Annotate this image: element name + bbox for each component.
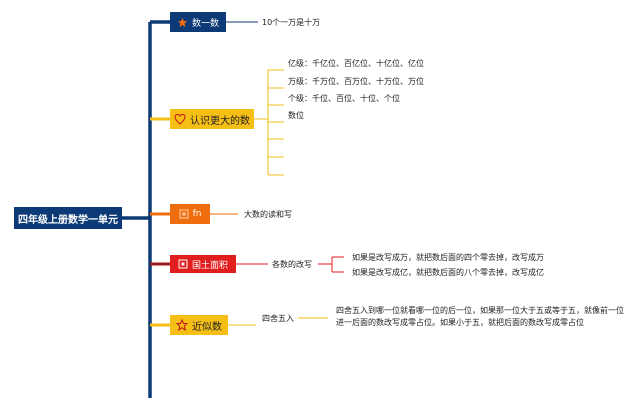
branch-bigger-numbers[interactable]: 认识更大的数 [170, 109, 254, 129]
branch-count-label: 数一数 [191, 18, 219, 29]
branch-count[interactable]: 数一数 [170, 12, 226, 32]
branch-fn[interactable]: fn [170, 204, 210, 224]
star-outline-icon [176, 319, 188, 331]
leaf-digit-place: 数位 [288, 111, 304, 120]
leaf-wan-level: 万级：千万位、百万位、十万位、万位 [288, 77, 424, 86]
leaf-rewrite-yi: 如果是改写成亿，就把数后面的八个零去掉，改写成亿 [352, 268, 544, 277]
node-rounding: 四舍五入 [262, 314, 294, 323]
bracket-b4 [318, 256, 344, 273]
root-topic[interactable]: 四年级上册数学一单元 [14, 207, 122, 229]
leaf-rounding-rule: 四舍五入到哪一位就看哪一位的后一位，如果那一位大于五或等于五，就像前一位进一后面… [336, 306, 624, 327]
branch-approximate[interactable]: 近似数 [170, 315, 228, 335]
leaf-ten-ten-thousands: 10个一万是十万 [262, 18, 321, 27]
node-rewrite-numbers: 各数的改写 [272, 260, 312, 269]
flag-icon [178, 259, 188, 269]
branch-approximate-label: 近似数 [192, 321, 222, 333]
branch-land-area[interactable]: 国土面积 [170, 255, 236, 273]
leaf-yi-level: 亿级：千亿位、百亿位、十亿位、亿位 [288, 59, 424, 68]
branch-fn-label: fn [192, 209, 202, 219]
branch-land-area-label: 国土面积 [191, 260, 228, 271]
function-icon [179, 209, 189, 219]
heart-icon [174, 113, 186, 125]
leaf-rewrite-wan: 如果是改写成万，就把数后面的四个零去掉，改写成万 [352, 253, 544, 262]
root-topic-label: 四年级上册数学一单元 [18, 214, 118, 226]
star-icon [177, 17, 188, 28]
trunk-line [122, 22, 152, 398]
branch-bigger-numbers-label: 认识更大的数 [190, 115, 250, 127]
leaf-read-write: 大数的读和写 [244, 210, 292, 219]
leaf-ge-level: 个级：千位、百位、十位、个位 [288, 94, 400, 103]
